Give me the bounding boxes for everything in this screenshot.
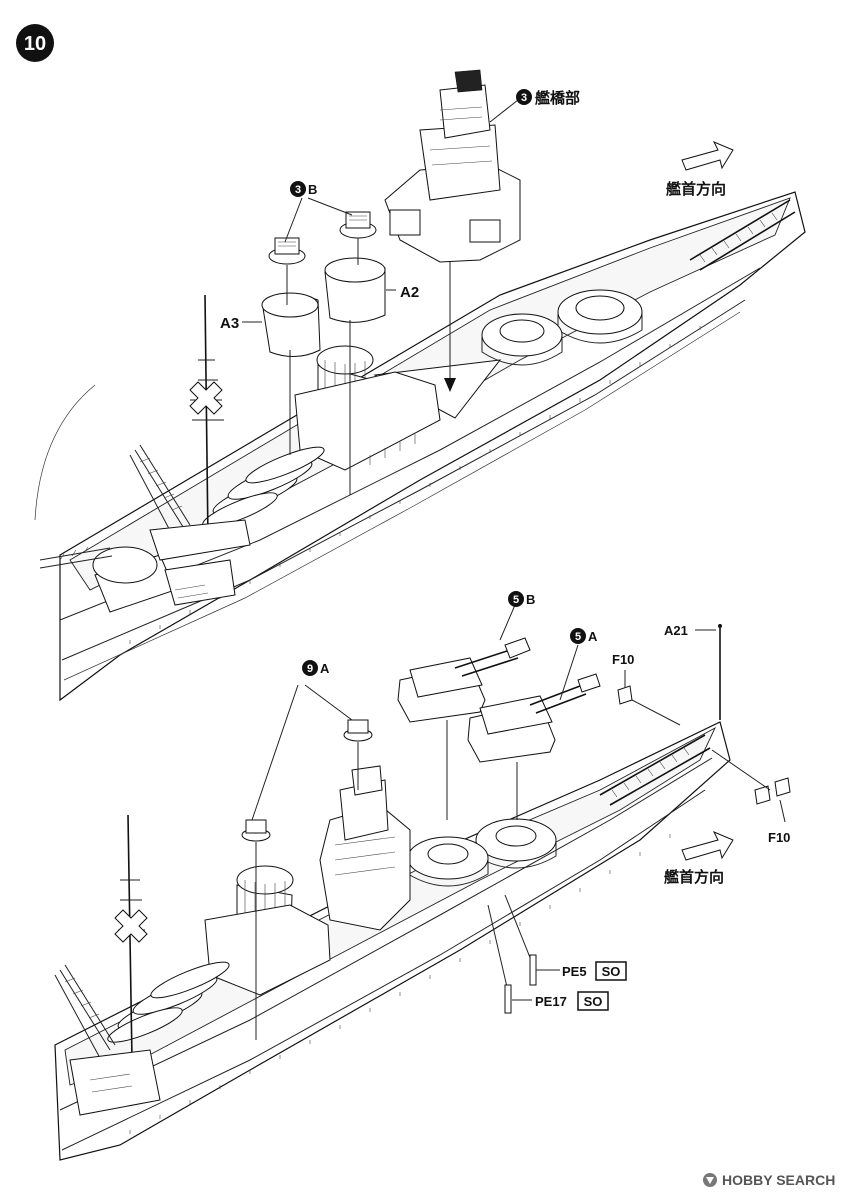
- subassembly-suffix: B: [308, 182, 317, 197]
- subassembly-number: 3: [295, 184, 301, 196]
- top-lifeboats: [202, 446, 325, 528]
- top-direction-label: 艦首方向: [666, 180, 726, 198]
- turret-a-number: 5: [575, 631, 581, 643]
- director-number: 9: [307, 663, 313, 675]
- part-label-f10-top: F10: [612, 652, 634, 667]
- top-bow-direction-arrow: [681, 141, 734, 171]
- top-director-right: [339, 211, 377, 265]
- turret-5a: [467, 644, 601, 820]
- part-a2-cup: [324, 257, 396, 323]
- part-label-f10-bottom: F10: [768, 830, 790, 845]
- pe17-part: PE17: [535, 994, 567, 1009]
- director-9a: [241, 684, 373, 1040]
- watermark-text: HOBBY SEARCH: [722, 1172, 835, 1188]
- label-5a: 5 A: [570, 628, 598, 644]
- label-bridge: 3 艦橋部: [489, 89, 580, 123]
- part-label-a21: A21: [664, 623, 688, 638]
- pe5-label: PE5 SO: [536, 961, 627, 981]
- step-number-badge: 10: [16, 24, 54, 62]
- bottom-barbette-rear: [407, 836, 489, 887]
- part-label-a2: A2: [400, 284, 419, 301]
- part-f10-top: [617, 670, 681, 726]
- label-9a: 9 A: [302, 660, 330, 676]
- bottom-bow-direction-arrow: [681, 831, 734, 861]
- pe5-badge: SO: [602, 964, 621, 979]
- top-barbette-front: [557, 289, 643, 344]
- top-bow-anchor-chains: [689, 199, 796, 271]
- bridge-label: 艦橋部: [535, 89, 580, 107]
- watermark: HOBBY SEARCH: [703, 1172, 835, 1188]
- turret-b-number: 5: [513, 594, 519, 606]
- bottom-lifeboats: [107, 961, 230, 1043]
- pe5-part: PE5: [562, 964, 587, 979]
- top-bridge-assembly: [384, 69, 521, 392]
- bridge-number: 3: [521, 92, 527, 104]
- top-portholes: [129, 326, 701, 644]
- bottom-mast: [114, 814, 148, 1061]
- label-5b: 5 B: [508, 591, 535, 607]
- turret-a-suffix: A: [588, 629, 598, 644]
- bottom-direction-label: 艦首方向: [664, 868, 724, 886]
- bottom-portholes: [129, 834, 671, 1134]
- top-director-left: [268, 237, 306, 305]
- turret-b-suffix: B: [526, 592, 535, 607]
- bottom-crane: [54, 964, 116, 1059]
- turret-5b: [397, 604, 531, 820]
- bottom-barbette-front: [475, 818, 557, 869]
- top-mast: [189, 294, 224, 541]
- bottom-ship-assembly: 5 B 5 A 9 A A21 F10 F10 PE5 SO PE17 SO: [54, 591, 791, 1161]
- top-ship-assembly: 3 艦橋部 3 B A2 A3 艦首方向: [34, 69, 806, 702]
- top-crane: [129, 444, 191, 541]
- part-f10-bottom: [711, 749, 791, 823]
- bottom-bridge-tower: [319, 765, 411, 931]
- pe17-badge: SO: [584, 994, 603, 1009]
- director-suffix: A: [320, 661, 330, 676]
- step-number: 10: [24, 33, 46, 55]
- part-a21-jackstaff: [695, 624, 722, 720]
- label-3b: 3 B: [290, 181, 317, 197]
- part-label-a3: A3: [220, 315, 239, 332]
- top-barbette-rear: [481, 313, 563, 366]
- bottom-bow-anchor-chains: [599, 734, 711, 806]
- pe17-label: PE17 SO: [512, 991, 609, 1011]
- part-a3-cup: [242, 292, 321, 357]
